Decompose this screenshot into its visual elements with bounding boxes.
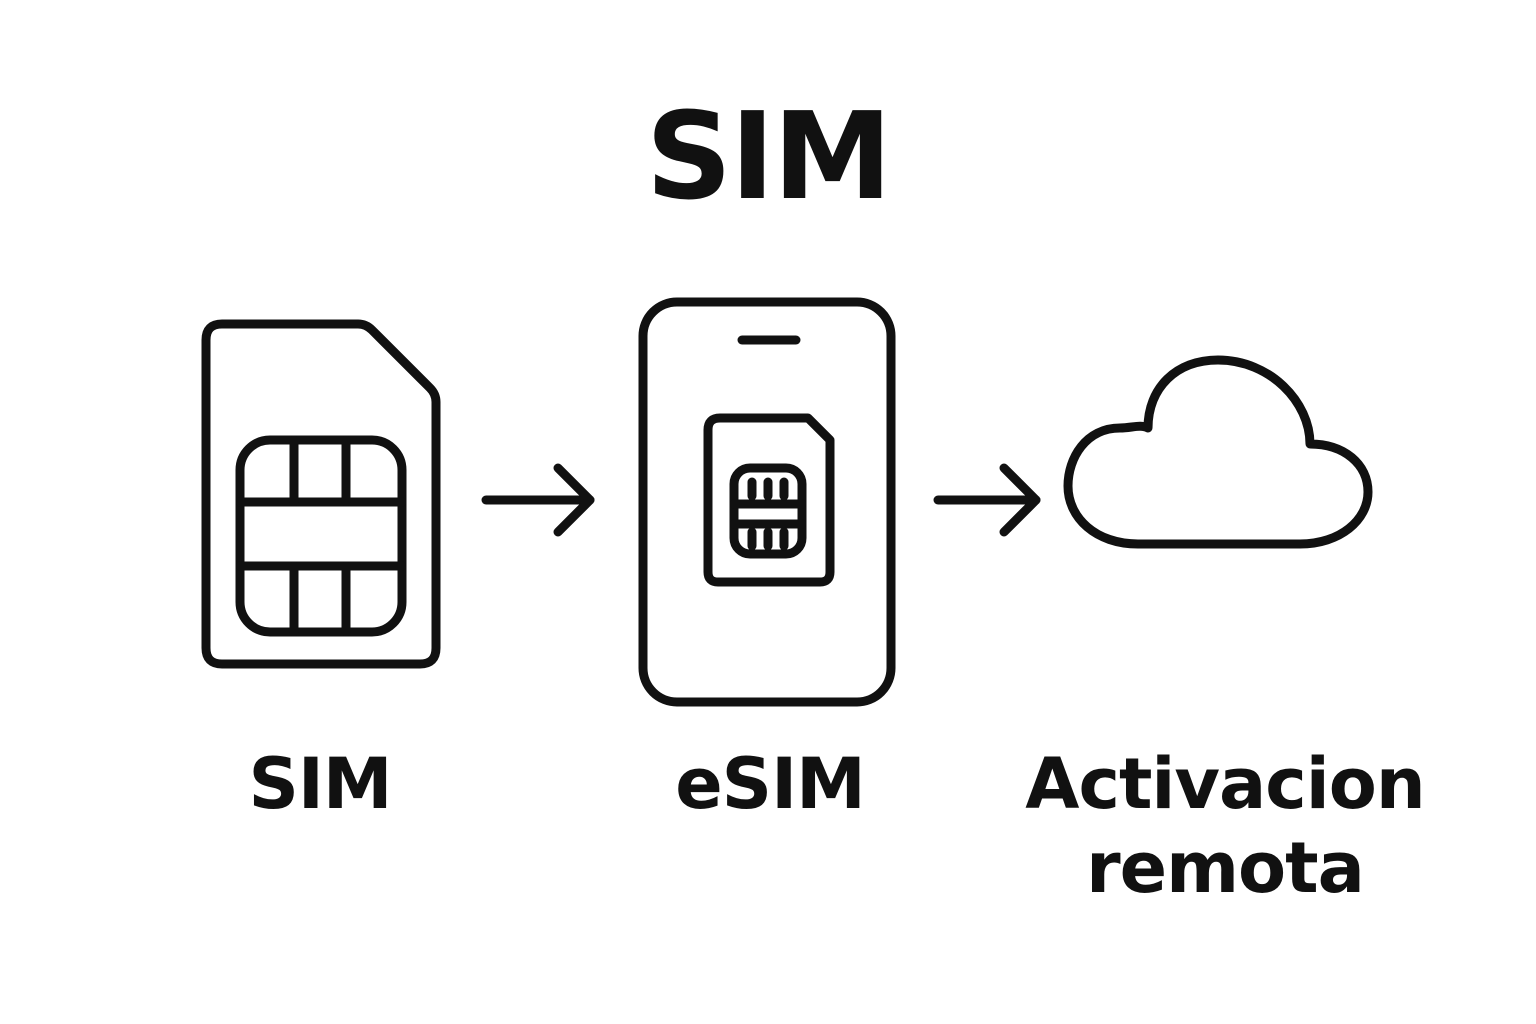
step-label-sim: SIM [248, 743, 392, 825]
diagram-title: SIM [645, 88, 893, 227]
step-label-esim: eSIM [675, 743, 866, 825]
step-label-remote-activation: Activacion remota [1000, 742, 1450, 910]
step-label-line-2: remota [1086, 827, 1365, 909]
sim-card-icon [201, 319, 441, 669]
arrow-right-icon [481, 463, 595, 537]
step-label-line-1: Activacion [1025, 743, 1425, 825]
arrow-right-icon [933, 463, 1041, 537]
cloud-icon [1063, 355, 1373, 549]
phone-with-sim-icon [638, 297, 896, 707]
